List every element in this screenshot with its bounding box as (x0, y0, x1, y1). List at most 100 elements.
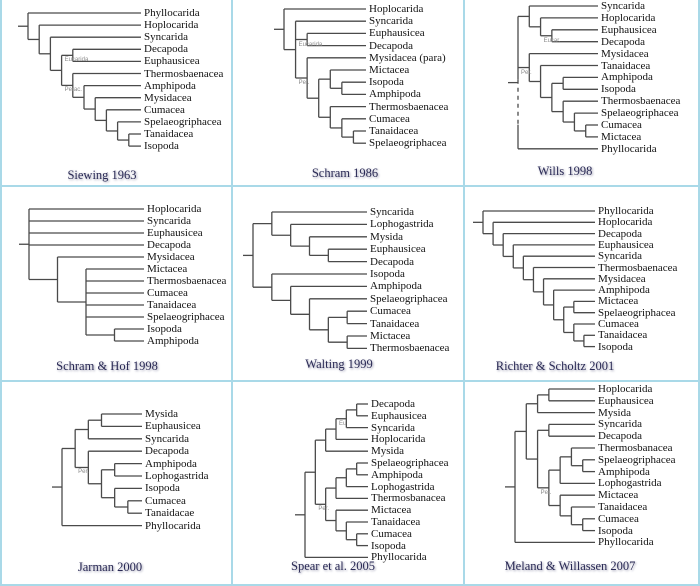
taxon-label: Mysida (371, 445, 404, 458)
clade-label: Per. (521, 69, 532, 76)
taxon-label: Euphausicea (145, 420, 201, 433)
taxon-label: Lophogastrida (370, 218, 434, 231)
taxon-label: Mysidacea (598, 272, 646, 285)
taxon-label: Euphausicea (369, 27, 425, 40)
taxon-label: Mictacea (598, 489, 639, 502)
taxon-label: Thermosbaenacea (370, 342, 450, 355)
taxon-label: Mysidacea (601, 47, 649, 60)
tree-caption: Richter & Scholtz 2001 (495, 359, 615, 373)
taxon-label: Syncarida (371, 421, 415, 434)
tree-caption: Schram 1986 (311, 166, 379, 180)
taxon-label: Isopoda (144, 140, 179, 153)
taxon-label: Syncarida (145, 432, 189, 445)
taxon-label: Cumacea (369, 112, 410, 125)
taxon-label: Syncarida (598, 250, 642, 263)
taxon-label: Decapoda (371, 398, 415, 410)
taxon-label: Isopoda (370, 268, 405, 280)
taxon-label: Syncarida (147, 215, 191, 227)
taxon-label: Isopoda (145, 482, 180, 495)
taxon-label: Tanaidacea (598, 329, 648, 342)
cladogram (508, 5, 598, 150)
taxon-label: Tanaidacea (370, 317, 420, 330)
clade-label: Per. (540, 489, 552, 496)
taxon-label: Euphausicea (147, 227, 203, 239)
taxon-label: Phyllocarida (598, 536, 654, 549)
taxon-label: Isopoda (147, 323, 182, 335)
taxon-label: Cumacea (147, 287, 188, 299)
taxon-label: Isopoda (371, 539, 406, 552)
clade-label: Per. (298, 80, 310, 86)
taxon-label: Hoplocarida (147, 203, 202, 215)
taxon-label: Decapoda (147, 239, 191, 251)
taxon-label: Cumacea (145, 494, 186, 507)
taxon-label: Thermosbaenacea (147, 275, 227, 287)
taxon-label: Phyllocarida (145, 519, 201, 532)
cladogram (274, 8, 366, 144)
tree-caption: Jarman 2000 (77, 560, 143, 574)
cladogram (18, 12, 141, 147)
clade-label: Perac. (64, 87, 82, 94)
taxon-label: Thermosbanacea (598, 442, 673, 454)
taxon-label: Spelaeogriphacea (369, 137, 447, 150)
taxon-label: Tanaidacea (369, 125, 419, 137)
taxon-label: Decapoda (601, 35, 645, 48)
taxon-label: Tanaidacea (598, 501, 648, 513)
taxon-label: Lophogastrida (145, 470, 209, 482)
taxon-label: Mysida (598, 406, 631, 419)
taxon-label: Amphipoda (598, 465, 650, 478)
cladogram (243, 211, 367, 350)
taxon-label: Thermosbaenacea (598, 261, 678, 274)
taxon-label: Isopoda (598, 524, 633, 537)
tree-caption: Siewing 1963 (67, 168, 137, 182)
clade-label: Eu (339, 420, 347, 427)
taxon-label: Hoplocarida (369, 3, 424, 15)
clade-label: Eucarida (64, 57, 89, 64)
taxon-label: Decapoda (369, 39, 413, 52)
taxon-label: Cumacea (144, 103, 185, 116)
tree-caption: Wills 1998 (537, 164, 593, 178)
taxon-label: Syncarida (144, 31, 188, 44)
taxon-label: Isopoda (598, 340, 633, 353)
taxon-label: Mictacea (371, 504, 412, 517)
taxon-label: Mictacea (370, 330, 411, 342)
taxon-label: Hoplocarida (371, 433, 426, 446)
clade-label: Per. (78, 469, 89, 476)
taxon-label: Syncarida (370, 206, 414, 218)
tree-caption: Schram & Hof 1998 (56, 359, 158, 373)
taxon-label: Mysida (370, 230, 403, 243)
taxon-label: Amphipoda (601, 71, 653, 84)
taxon-label: Mictacea (147, 263, 188, 275)
taxon-label: Euphausicea (598, 394, 654, 407)
taxon-label: Isopoda (601, 83, 636, 96)
taxon-label: Euphausicea (601, 23, 657, 36)
taxon-label: Mictacea (601, 130, 642, 143)
taxon-label: Syncarida (369, 15, 413, 28)
taxon-label: Hoplocarida (144, 19, 199, 32)
taxon-label: Euphausicea (370, 243, 426, 256)
taxon-label: Spelaeogriphacea (371, 457, 449, 469)
taxon-label: Mictacea (598, 295, 639, 308)
cladogram (19, 208, 144, 342)
taxon-label: Spelaeogriphacea (598, 306, 676, 319)
taxon-label: Spelaeogriphacea (601, 107, 679, 120)
taxon-label: Tanaidacea (601, 59, 651, 72)
taxon-label: Cumacea (370, 305, 411, 318)
taxon-label: Euphausicea (371, 409, 427, 422)
taxon-label: Amphipoda (145, 457, 197, 470)
clade-label: Eucar. (543, 37, 561, 44)
taxon-label: Mysidacea (para) (369, 51, 446, 64)
clade-label: Per. (318, 506, 330, 513)
taxon-label: Thermosbaenacea (601, 95, 681, 108)
taxon-label: Decapoda (370, 255, 414, 268)
tree-caption: Meland & Willassen 2007 (504, 559, 636, 573)
taxon-label: Tanaidacea (147, 299, 197, 311)
taxon-label: Cumacea (598, 512, 639, 525)
taxon-label: Phyllocarida (371, 551, 427, 564)
taxon-label: Hoplocarida (598, 216, 653, 229)
